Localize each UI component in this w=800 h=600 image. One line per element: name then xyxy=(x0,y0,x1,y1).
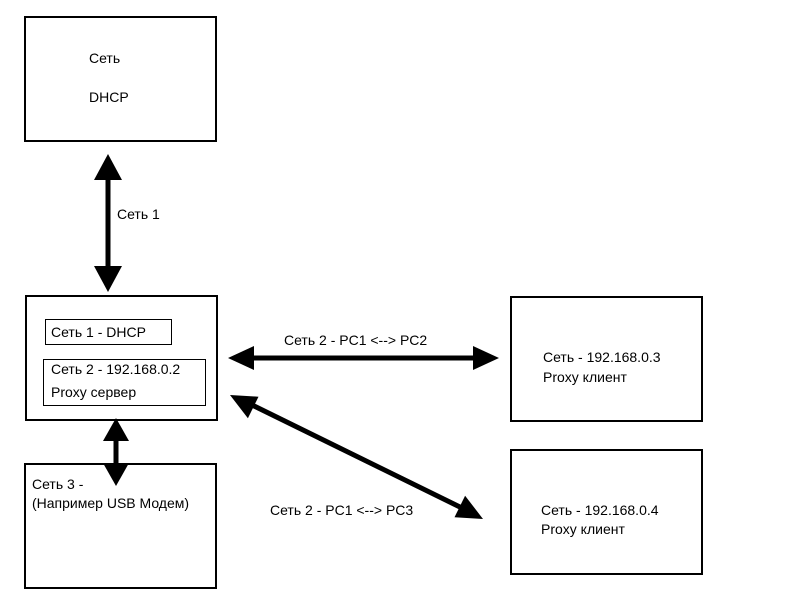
proxy-client-1-box xyxy=(510,296,703,422)
net1-dhcp-inner-box xyxy=(45,319,172,345)
net3-arrow xyxy=(103,418,129,486)
dhcp-box-line1: Сеть xyxy=(89,50,121,66)
net2-ip-label: Сеть 2 - 192.168.0.2 xyxy=(51,361,181,377)
client1-role-label: Proxy клиент xyxy=(543,369,627,385)
pc1-pc3-link-label: Сеть 2 - PC1 <--> PC3 xyxy=(270,502,414,518)
dhcp-network-box xyxy=(24,16,217,142)
pc1-pc3-arrow xyxy=(230,395,483,519)
pc1-pc2-arrow xyxy=(228,346,499,370)
modem-box-line2: (Например USB Модем) xyxy=(32,495,190,511)
modem-box-line1: Сеть 3 - xyxy=(32,476,84,492)
client2-ip-label: Сеть - 192.168.0.4 xyxy=(541,502,659,518)
client2-role-label: Proxy клиент xyxy=(541,521,625,537)
client1-ip-label: Сеть - 192.168.0.3 xyxy=(543,349,661,365)
net1-link-label: Сеть 1 xyxy=(117,206,160,222)
dhcp-box-line2: DHCP xyxy=(89,89,129,105)
net2-proxy-inner-box xyxy=(43,359,206,406)
proxy-server-label: Proxy сервер xyxy=(51,384,137,400)
pc1-pc2-link-label: Сеть 2 - PC1 <--> PC2 xyxy=(284,332,428,348)
net1-dhcp-label: Сеть 1 - DHCP xyxy=(51,324,146,340)
net1-arrow xyxy=(94,154,122,292)
proxy-client-2-box xyxy=(510,449,703,575)
